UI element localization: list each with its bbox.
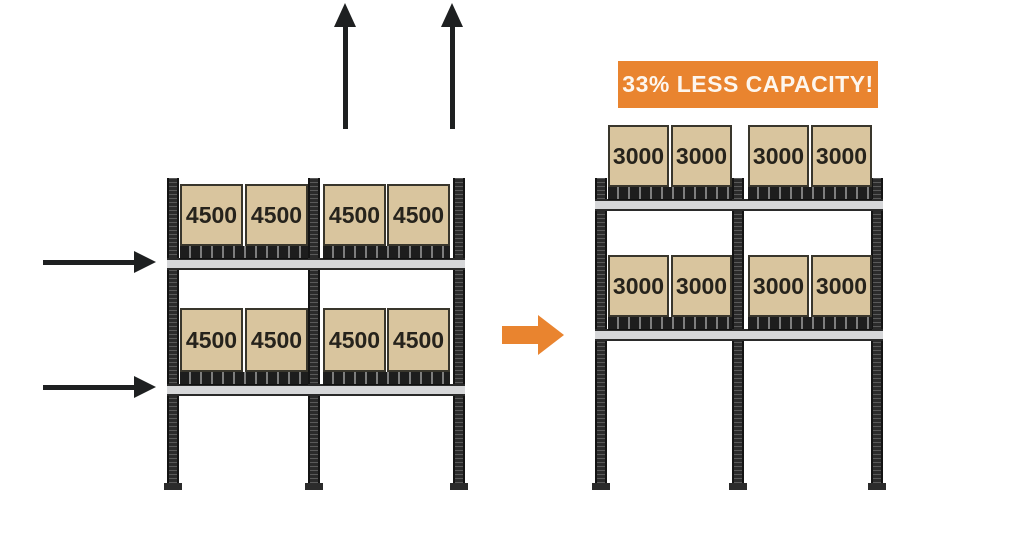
pallet-box: 3000 [748,125,809,187]
pallet-box: 3000 [608,255,669,317]
up-arrow-icon [334,3,356,129]
up-arrow-head [441,3,463,27]
upright-post [453,178,465,484]
pallet [748,187,872,200]
right-arrow-icon [43,251,156,273]
post-foot [305,483,323,490]
pallet [608,317,732,330]
transform-arrow-head [538,315,564,355]
pallet-box: 4500 [387,184,450,246]
post-foot [164,483,182,490]
shelf-beam-upper [167,258,465,270]
pallet [180,372,308,385]
post-foot [868,483,886,490]
pallet-box: 3000 [811,125,872,187]
transform-arrow-icon [502,315,564,355]
pallet [608,187,732,200]
pallet-box: 3000 [811,255,872,317]
upright-post [167,178,179,484]
transform-arrow-shaft [502,326,538,344]
rack-before: 4500 4500 4500 4500 4500 4500 4500 4500 [164,178,468,490]
shelf-beam-lower [595,329,883,341]
right-arrow-icon [43,376,156,398]
up-arrow-head [334,3,356,27]
post-foot [450,483,468,490]
pallet [323,246,450,259]
up-arrow-icon [441,3,463,129]
shelf-beam-lower [167,384,465,396]
pallet-box: 4500 [180,308,243,372]
pallet-box: 3000 [671,125,732,187]
pallet-box: 4500 [180,184,243,246]
post-foot [592,483,610,490]
shelf-beam-upper [595,199,883,211]
pallet-box: 4500 [323,308,386,372]
rack-after: 3000 3000 3000 3000 3000 3000 3000 3000 [592,125,886,490]
pallet-box: 3000 [671,255,732,317]
pallet-box: 3000 [608,125,669,187]
pallet [748,317,872,330]
right-arrow-head [134,251,156,273]
right-arrow-head [134,376,156,398]
pallet [180,246,308,259]
pallet-box: 3000 [748,255,809,317]
up-arrow-shaft [342,27,348,129]
right-arrow-shaft [43,259,134,265]
post-foot [729,483,747,490]
up-arrow-shaft [449,27,455,129]
pallet-box: 4500 [245,184,308,246]
right-arrow-shaft [43,384,134,390]
upright-post [308,178,320,484]
pallet-box: 4500 [245,308,308,372]
pallet-box: 4500 [323,184,386,246]
pallet-box: 4500 [387,308,450,372]
pallet [323,372,450,385]
capacity-banner: 33% LESS CAPACITY! [618,61,878,108]
